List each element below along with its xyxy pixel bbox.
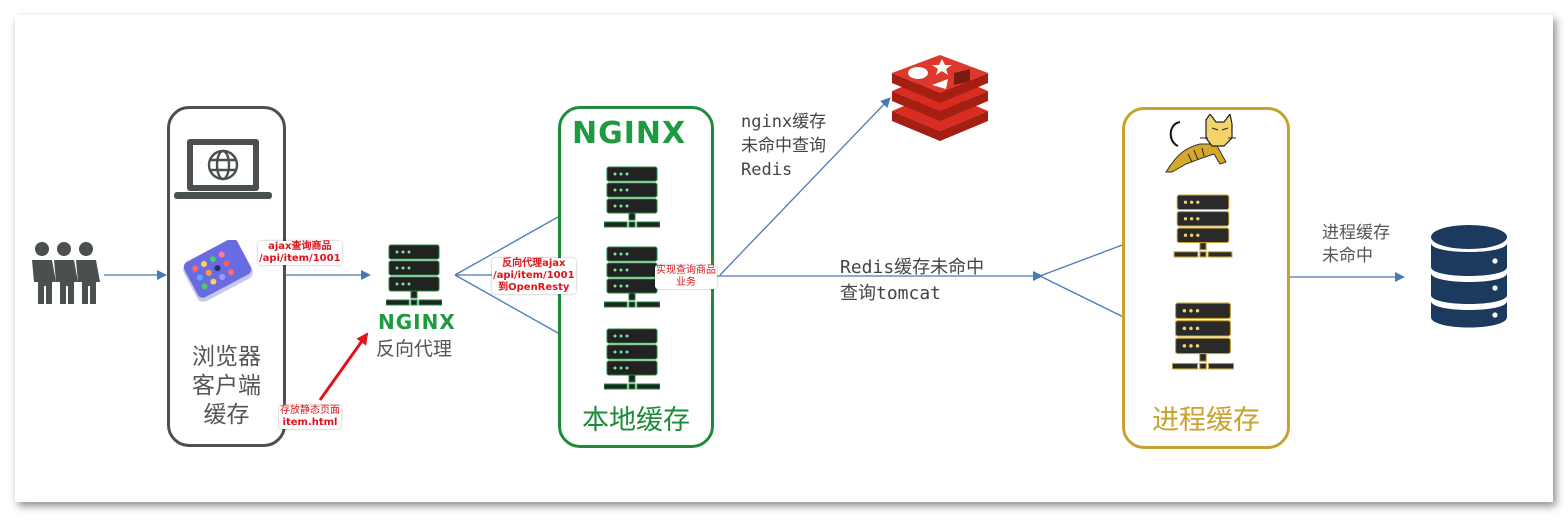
openresty-nginx-logo: NGINX xyxy=(572,116,687,151)
impl-label-line-1: 实现查询商品 xyxy=(656,265,716,276)
tomcat-server-icon-1 xyxy=(1173,194,1233,258)
ajax-label-line-1: ajax查询商品 xyxy=(268,241,332,252)
nginx-server-icon-3 xyxy=(604,328,660,390)
browser-label-line-2: 客户端 xyxy=(192,372,261,399)
laptop-globe-icon xyxy=(174,139,272,199)
proxy-server-icon xyxy=(386,244,442,306)
ajax-label-line-2: /api/item/1001 xyxy=(259,253,341,264)
nginx-miss-line-3: Redis xyxy=(741,160,793,180)
business-impl-label: 实现查询商品 业务 xyxy=(655,265,717,289)
redis-miss-note: Redis缓存未命中 查询tomcat xyxy=(840,255,984,307)
static-label-line-1: 存放静态页面 xyxy=(280,405,340,416)
tomcat-server-icon-2 xyxy=(1172,302,1234,370)
nginx-miss-line-1: nginx缓存 xyxy=(741,112,827,132)
browser-label-line-3: 缓存 xyxy=(203,401,250,428)
proxy-label-line-2: /api/item/1001 xyxy=(493,270,575,281)
redis-icon xyxy=(892,55,988,141)
local-cache-label: 本地缓存 xyxy=(582,405,690,436)
nginx-server-icon-2 xyxy=(604,246,660,308)
static-page-label: 存放静态页面 item.html xyxy=(279,405,341,429)
reverse-proxy-label: 反向代理ajax /api/item/1001 到OpenResty xyxy=(492,258,576,294)
arrow-nginx-to-redis xyxy=(719,97,891,276)
impl-label-line-2: 业务 xyxy=(676,277,696,288)
process-cache-label: 进程缓存 xyxy=(1152,405,1260,436)
nginx-miss-line-2: 未命中查询 xyxy=(741,136,826,156)
tomcat-process-cache-node xyxy=(1122,107,1290,449)
browser-cache-label: 浏览器 客户端 缓存 xyxy=(170,343,283,429)
tomcat-icon xyxy=(1165,114,1236,173)
redis-miss-line-1: Redis缓存未命中 xyxy=(840,257,985,278)
nginx-miss-note: nginx缓存 未命中查询 Redis xyxy=(741,110,826,182)
nginx-server-icon-1 xyxy=(604,166,660,228)
database-icon xyxy=(1431,225,1507,328)
process-miss-line-1: 进程缓存 xyxy=(1322,223,1390,243)
redis-miss-line-2: 查询tomcat xyxy=(840,283,942,304)
proxy-nginx-logo: NGINX xyxy=(378,310,456,334)
ajax-request-label: ajax查询商品 /api/item/1001 xyxy=(258,241,342,265)
proxy-label-line-1: 反向代理ajax xyxy=(502,258,566,269)
users-icon xyxy=(32,242,100,304)
red-arrow-static-page xyxy=(318,332,369,401)
proxy-label: 反向代理 xyxy=(376,338,453,360)
static-label-line-2: item.html xyxy=(282,417,338,428)
browser-label-line-1: 浏览器 xyxy=(192,344,261,370)
smartphone-icon xyxy=(183,240,253,302)
process-miss-line-2: 未命中 xyxy=(1322,246,1373,266)
process-miss-note: 进程缓存 未命中 xyxy=(1322,222,1390,268)
proxy-label-line-3: 到OpenResty xyxy=(498,282,570,293)
